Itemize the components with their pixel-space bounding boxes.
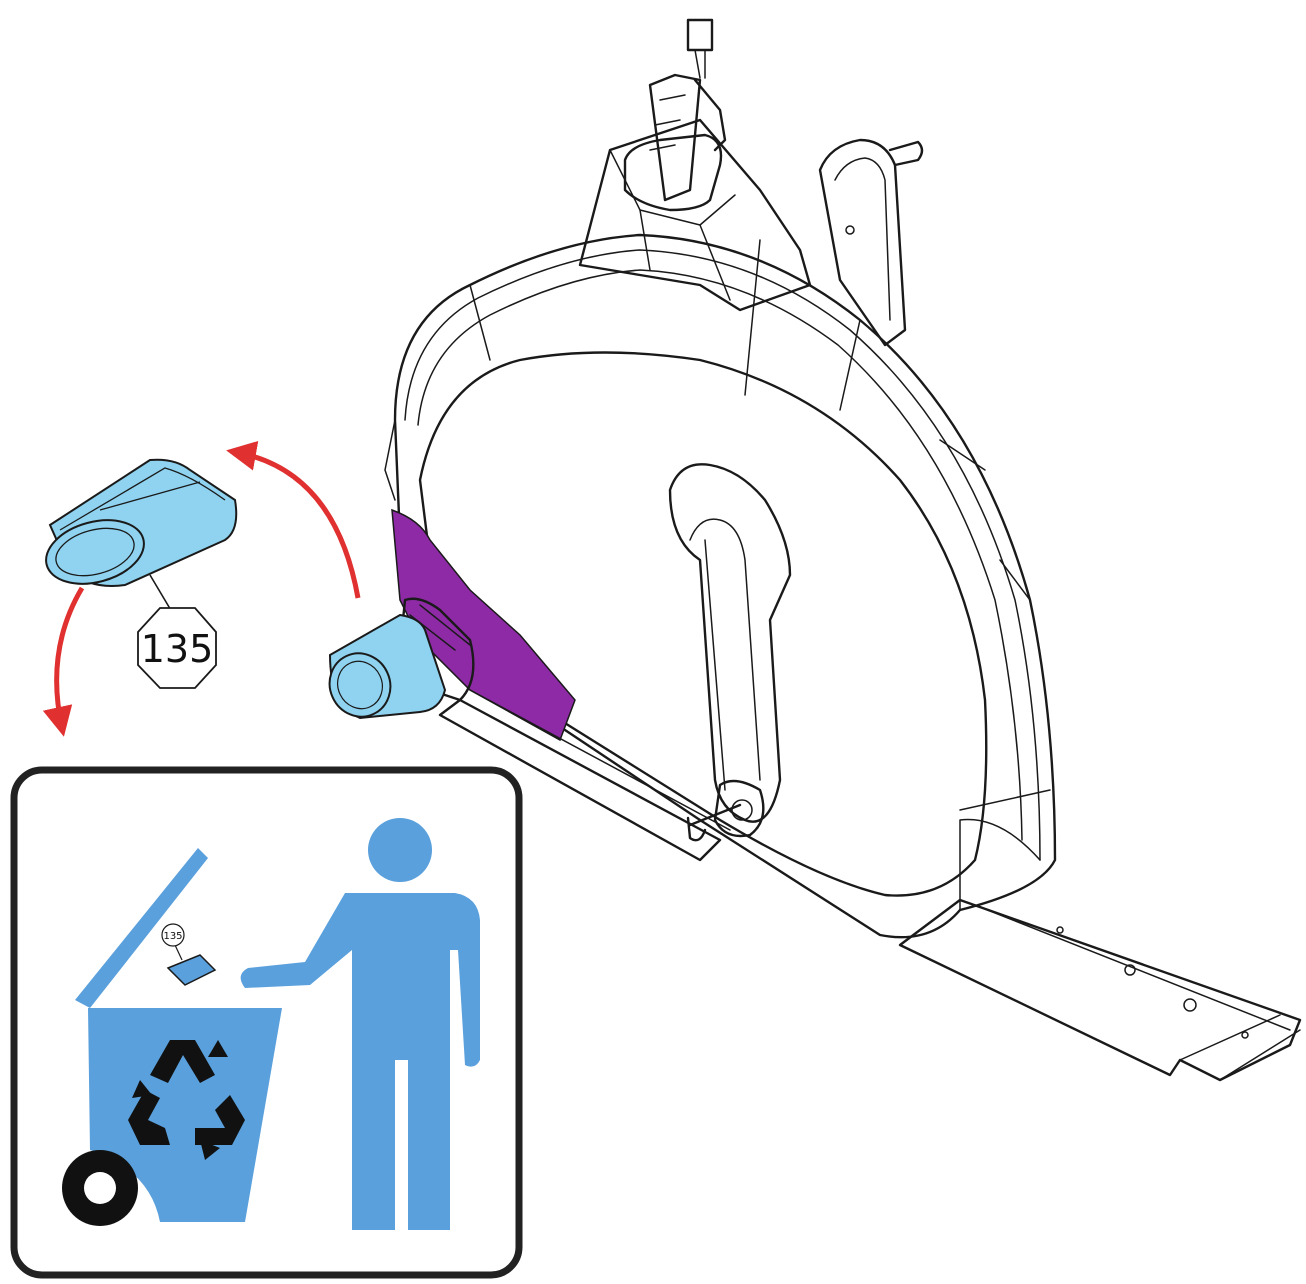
installed-sleeve-part — [328, 613, 447, 720]
small-part-number-label: 135 — [163, 931, 182, 942]
loose-sleeve-part — [45, 458, 238, 587]
base-rail — [898, 898, 1302, 1082]
console-mast — [578, 18, 812, 312]
trash-bin-icon — [62, 848, 282, 1226]
crank-slot — [668, 463, 792, 842]
dropped-part-icon: 135 — [161, 923, 217, 986]
curved-arrow-disposal-icon — [42, 586, 85, 737]
part-callout: 135 — [137, 574, 217, 689]
elliptical-machine-drawing — [328, 18, 1302, 1082]
part-number-label: 135 — [141, 627, 214, 671]
recycle-symbol-icon — [128, 1040, 245, 1160]
shroud-outer-shell — [384, 233, 1057, 939]
person-icon — [240, 818, 480, 1230]
rear-upright-arm — [818, 138, 924, 347]
curved-arrow-removal-icon — [226, 440, 361, 599]
disposal-instruction-panel: 135 — [10, 766, 523, 1279]
